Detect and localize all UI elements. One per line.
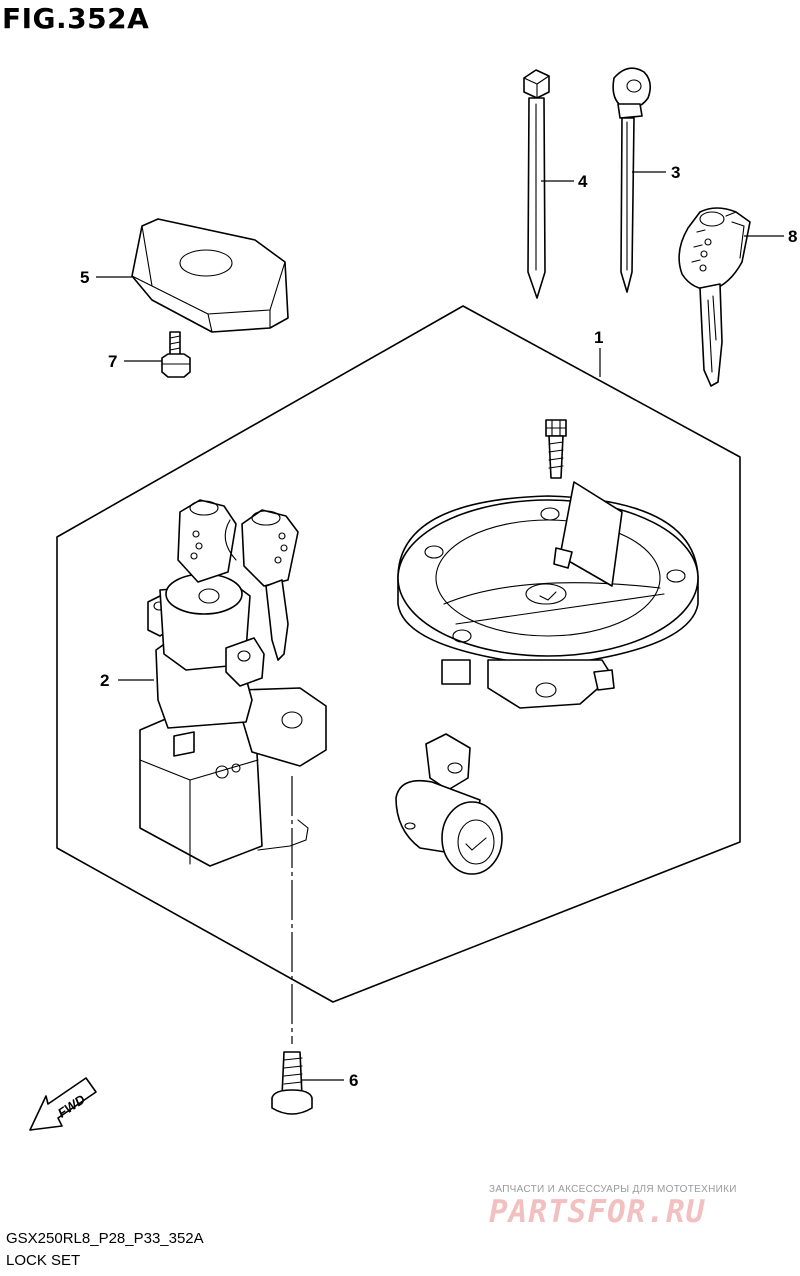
callout-4: 4 xyxy=(578,172,588,191)
callout-1: 1 xyxy=(594,328,603,347)
figure-code: GSX250RL8_P28_P33_352A xyxy=(6,1230,204,1247)
key-cylinder-illustration xyxy=(395,733,503,875)
bolt-illustration xyxy=(161,331,191,378)
ignition-switch-illustration xyxy=(139,499,327,867)
fwd-arrow: FWD xyxy=(29,1077,97,1131)
watermark-brand: PARTSFOR.RU xyxy=(489,1194,706,1230)
figure-name: LOCK SET xyxy=(6,1252,81,1269)
assembly-boundary xyxy=(56,305,741,1003)
callout-8: 8 xyxy=(788,227,797,246)
clamp-band-illustration xyxy=(612,67,652,293)
watermark-tagline: ЗАПЧАСТИ И АКСЕССУАРЫ ДЛЯ МОТОТЕХНИКИ xyxy=(489,1184,737,1195)
callout-2: 2 xyxy=(100,671,109,690)
callout-7: 7 xyxy=(108,352,117,371)
fuel-cap-illustration xyxy=(397,419,699,709)
cover-illustration xyxy=(131,218,289,333)
callout-3: 3 xyxy=(671,163,680,182)
figure-title: FIG.352A xyxy=(2,2,150,35)
screw-illustration xyxy=(271,1051,313,1115)
key-illustration xyxy=(678,207,751,387)
callout-numbers: 1 2 3 4 5 6 7 8 xyxy=(80,163,797,1090)
cable-tie-illustration xyxy=(523,69,550,299)
leader-lines xyxy=(96,171,784,1081)
callout-6: 6 xyxy=(349,1071,358,1090)
callout-5: 5 xyxy=(80,268,89,287)
